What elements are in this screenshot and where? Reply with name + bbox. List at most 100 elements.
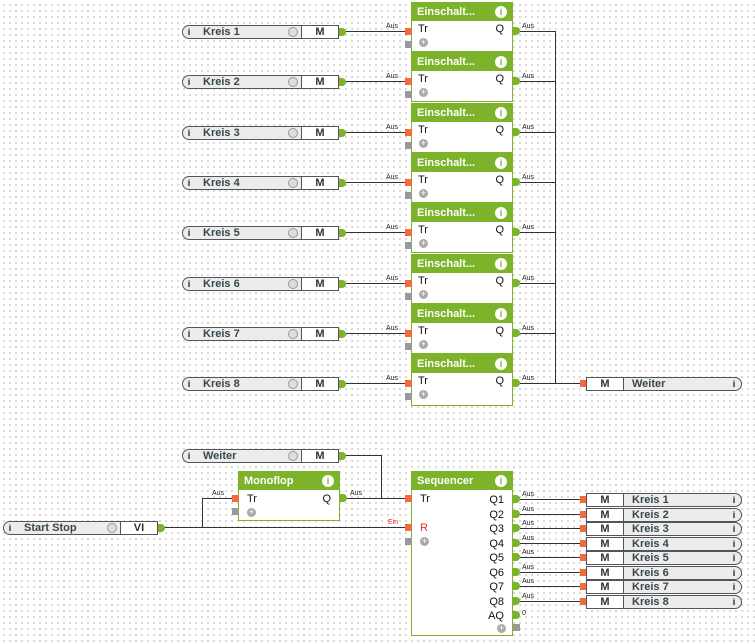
info-icon[interactable]: i	[8, 523, 12, 533]
input-port[interactable]	[580, 525, 587, 532]
add-input-icon[interactable]: +	[247, 507, 256, 517]
input-port[interactable]	[580, 569, 587, 576]
input-port[interactable]	[405, 280, 412, 287]
settings-icon[interactable]	[288, 279, 298, 289]
info-icon[interactable]: i	[732, 553, 736, 563]
input-port[interactable]	[405, 538, 412, 545]
input-port[interactable]	[405, 380, 412, 387]
info-icon[interactable]: i	[187, 77, 191, 87]
info-icon[interactable]: i	[732, 379, 736, 389]
block-header[interactable]: Einschalt...i	[412, 53, 512, 71]
wire[interactable]	[520, 31, 556, 32]
wire[interactable]	[346, 283, 406, 284]
wire[interactable]	[346, 132, 406, 133]
output-port[interactable]	[513, 379, 520, 387]
input-port[interactable]	[580, 496, 587, 503]
input-port[interactable]	[405, 330, 412, 337]
add-input-icon[interactable]: +	[419, 188, 428, 198]
input-port[interactable]	[405, 242, 412, 249]
input-port[interactable]	[232, 508, 239, 515]
output-port[interactable]	[513, 597, 520, 605]
output-port[interactable]	[339, 78, 346, 86]
add-input-icon[interactable]: +	[419, 389, 428, 399]
output-port[interactable]	[513, 27, 520, 35]
input-port[interactable]	[405, 343, 412, 350]
wire[interactable]	[520, 586, 580, 587]
output-port[interactable]	[513, 611, 520, 619]
wire[interactable]	[555, 31, 556, 383]
wire[interactable]	[520, 601, 580, 602]
settings-icon[interactable]	[288, 77, 298, 87]
block-header[interactable]: Einschalt...i	[412, 204, 512, 222]
output-port[interactable]	[513, 582, 520, 590]
output-port[interactable]	[513, 495, 520, 503]
wire[interactable]	[520, 132, 556, 133]
wire[interactable]	[520, 514, 580, 515]
info-icon[interactable]: i	[732, 539, 736, 549]
info-icon[interactable]: i	[187, 228, 191, 238]
info-icon[interactable]: i	[732, 568, 736, 578]
wire[interactable]	[381, 455, 382, 498]
block-header[interactable]: Einschalt...i	[412, 104, 512, 122]
wire[interactable]	[520, 333, 556, 334]
info-icon[interactable]: i	[495, 157, 507, 169]
settings-icon[interactable]	[288, 27, 298, 37]
wire[interactable]	[520, 528, 580, 529]
settings-icon[interactable]	[288, 451, 298, 461]
input-port[interactable]	[405, 293, 412, 300]
add-input-icon[interactable]: +	[419, 138, 428, 148]
wire[interactable]	[520, 383, 580, 384]
info-icon[interactable]: i	[187, 329, 191, 339]
wire[interactable]	[346, 31, 406, 32]
input-port[interactable]	[580, 583, 587, 590]
add-input-icon[interactable]: +	[419, 289, 428, 299]
info-icon[interactable]: i	[495, 56, 507, 68]
input-port[interactable]	[405, 524, 412, 531]
input-port[interactable]	[405, 229, 412, 236]
output-port[interactable]	[339, 330, 346, 338]
info-icon[interactable]: i	[495, 6, 507, 18]
info-icon[interactable]: i	[495, 308, 507, 320]
output-port[interactable]	[513, 279, 520, 287]
block-header[interactable]: Einschalt...i	[412, 3, 512, 21]
wire[interactable]	[520, 557, 580, 558]
output-port[interactable]	[339, 179, 346, 187]
settings-icon[interactable]	[288, 379, 298, 389]
settings-icon[interactable]	[288, 128, 298, 138]
input-port[interactable]	[405, 495, 412, 502]
input-port[interactable]	[580, 511, 587, 518]
info-icon[interactable]: i	[187, 27, 191, 37]
output-port[interactable]	[339, 28, 346, 36]
wire[interactable]	[520, 283, 556, 284]
info-icon[interactable]: i	[187, 178, 191, 188]
input-port[interactable]	[405, 142, 412, 149]
wire[interactable]	[520, 182, 556, 183]
info-icon[interactable]: i	[187, 451, 191, 461]
input-port[interactable]	[405, 179, 412, 186]
info-icon[interactable]: i	[732, 510, 736, 520]
output-port[interactable]	[513, 524, 520, 532]
settings-icon[interactable]	[288, 329, 298, 339]
output-port[interactable]	[340, 494, 347, 502]
block-header[interactable]: Einschalt...i	[412, 154, 512, 172]
add-input-icon[interactable]: +	[419, 339, 428, 349]
wire[interactable]	[202, 498, 236, 499]
